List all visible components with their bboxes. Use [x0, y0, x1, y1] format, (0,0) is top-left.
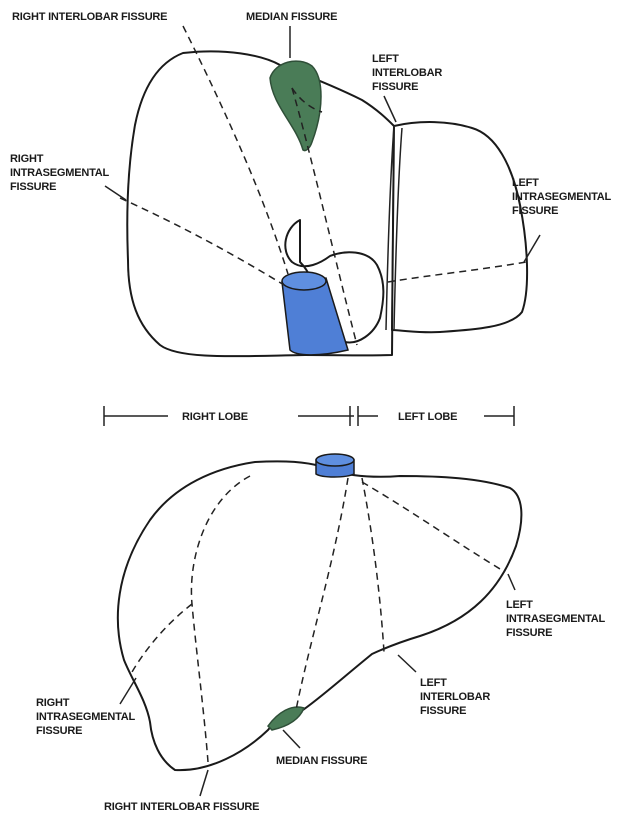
label-median-fissure-bottom: MEDIAN FISSURE	[276, 755, 367, 767]
bottom-liver-view	[118, 454, 522, 796]
label-median-fissure-top: MEDIAN FISSURE	[246, 11, 337, 23]
label-left-intrasegmental-fissure-bottom: LEFT INTRASEGMENTAL FISSURE	[506, 599, 608, 639]
bottom-left-intrasegmental-leader	[508, 574, 515, 590]
bottom-right-interlobar-leader	[200, 770, 208, 796]
bottom-median-leader	[283, 730, 300, 748]
top-right-intrasegmental-leader	[105, 186, 126, 200]
label-right-intrasegmental-fissure-bottom: RIGHT INTRASEGMENTAL FISSURE	[36, 697, 138, 737]
label-right-interlobar-fissure-top: RIGHT INTERLOBAR FISSURE	[12, 11, 167, 23]
bottom-right-intrasegmental-leader	[120, 678, 136, 704]
label-right-interlobar-fissure-bottom: RIGHT INTERLOBAR FISSURE	[104, 801, 259, 813]
top-left-lobe-outline	[392, 122, 527, 332]
label-left-interlobar-fissure-top: LEFT INTERLOBAR FISSURE	[372, 53, 445, 93]
label-right-intrasegmental-fissure-top: RIGHT INTRASEGMENTAL FISSURE	[10, 153, 112, 193]
label-left-interlobar-fissure-bottom: LEFT INTERLOBAR FISSURE	[420, 677, 493, 717]
label-left-intrasegmental-fissure-top: LEFT INTRASEGMENTAL FISSURE	[512, 177, 614, 217]
bottom-left-interlobar-leader	[398, 655, 416, 672]
label-left-lobe: LEFT LOBE	[398, 411, 457, 423]
bottom-ivc-vessel	[316, 454, 354, 477]
top-liver-view	[105, 26, 540, 356]
label-right-lobe: RIGHT LOBE	[182, 411, 248, 423]
